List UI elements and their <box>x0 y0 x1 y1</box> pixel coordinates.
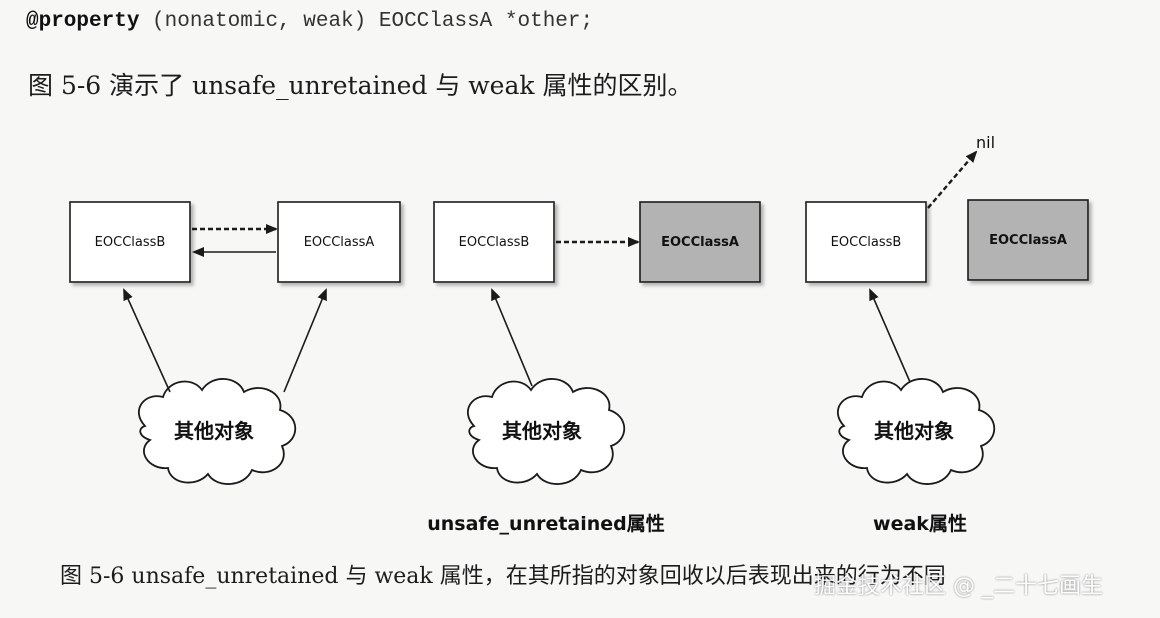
cloud-label: 其他对象 <box>174 419 254 443</box>
arrow-cloud-to-b <box>491 288 533 387</box>
code-keyword: @property <box>26 10 140 33</box>
box-eocclassa-deallocated <box>639 201 761 283</box>
box-eocclassa-label: EOCClassA <box>661 235 739 250</box>
box-eocclassb-label: EOCClassB <box>95 235 166 250</box>
arrow-cloud-to-b <box>123 288 171 393</box>
nil-label: nil <box>976 133 995 152</box>
panel-label: weak属性 <box>873 512 967 535</box>
box-eocclassb <box>433 201 555 283</box>
panel-unsafe-unretained: EOCClassB EOCClassA 其他对象 unsafe_unretain… <box>427 201 761 535</box>
arrow-cloud-to-b <box>869 288 911 383</box>
dashed-arrow-to-nil <box>927 150 978 209</box>
figure-caption: 图 5-6 unsafe_unretained 与 weak 属性，在其所指的对… <box>60 564 946 589</box>
box-eocclassb-label: EOCClassB <box>831 235 902 250</box>
code-snippet: @property (nonatomic, weak) EOCClassA *o… <box>26 10 593 33</box>
cloud-shape <box>837 378 996 485</box>
watermark: 掘金技术社区 @ _二十七画生 <box>814 574 1103 599</box>
box-eocclassb <box>805 201 927 283</box>
box-eocclassa-label: EOCClassA <box>989 233 1067 248</box>
box-eocclassb <box>69 201 191 283</box>
cloud-label: 其他对象 <box>874 419 954 443</box>
box-eocclassa <box>277 201 401 283</box>
box-eocclassa-deallocated <box>967 199 1089 281</box>
panel-weak: EOCClassB EOCClassA nil 其他对象 weak属性 <box>805 133 1089 535</box>
panel-label: unsafe_unretained属性 <box>427 512 665 535</box>
panel-strong: EOCClassB EOCClassA 其他对象 <box>69 201 401 485</box>
intro-paragraph: 图 5-6 演示了 unsafe_unretained 与 weak 属性的区别… <box>28 71 693 100</box>
cloud-shape <box>467 378 626 485</box>
box-eocclassb-label: EOCClassB <box>459 235 530 250</box>
cloud-shape <box>138 378 297 485</box>
box-eocclassa-label: EOCClassA <box>304 235 375 250</box>
arrow-cloud-to-a <box>283 288 327 393</box>
cloud-label: 其他对象 <box>502 419 582 443</box>
code-declaration: (nonatomic, weak) EOCClassA *other; <box>139 10 594 33</box>
